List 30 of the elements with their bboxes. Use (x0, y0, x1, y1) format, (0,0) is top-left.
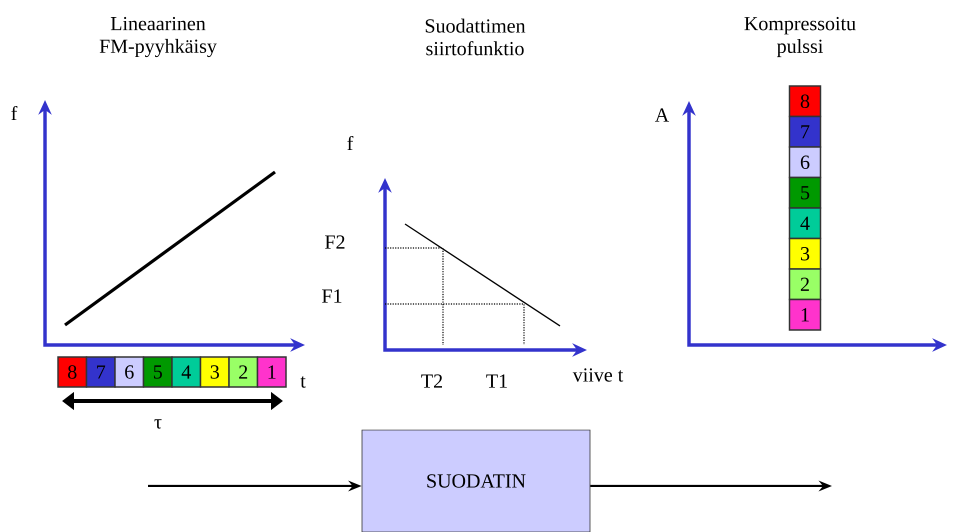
axis-label: viive t (572, 368, 624, 382)
numbered-cell: 1 (788, 298, 822, 331)
numbered-cell: 1 (256, 356, 287, 388)
numbered-cell: 6 (114, 356, 144, 388)
tick-label: F2 (325, 235, 344, 249)
dimension-label: τ (154, 419, 162, 429)
tick-label: T1 (486, 374, 507, 388)
numbered-cell: 4 (788, 207, 822, 240)
axis-label: f (11, 106, 18, 120)
numbered-cell: 7 (788, 116, 822, 148)
axis-label: A (654, 108, 670, 122)
numbered-cell: 6 (788, 146, 822, 178)
tick-label: F1 (322, 289, 342, 303)
numbered-cell: 2 (788, 268, 822, 300)
axis-label: f (347, 136, 354, 150)
axis-label: t (300, 376, 306, 388)
numbered-cell: 5 (788, 176, 822, 209)
panel-title: Suodattimen siirtofunktio (426, 18, 526, 56)
numbered-cell: 8 (57, 356, 88, 388)
numbered-cell: 5 (142, 356, 173, 388)
panel-title: Kompressoitu pulssi (744, 16, 856, 58)
numbered-cell: 7 (86, 356, 116, 388)
numbered-cell: 8 (788, 85, 822, 118)
filter-box: SUODATIN (362, 430, 590, 532)
tick-label: T2 (421, 374, 442, 388)
numbered-cell: 3 (200, 356, 230, 388)
numbered-cell: 2 (228, 356, 258, 388)
numbered-cell: 3 (788, 238, 822, 270)
numbered-cell: 4 (171, 356, 202, 388)
panel-title: Lineaarinen FM-pyyhkäisy (100, 16, 217, 58)
